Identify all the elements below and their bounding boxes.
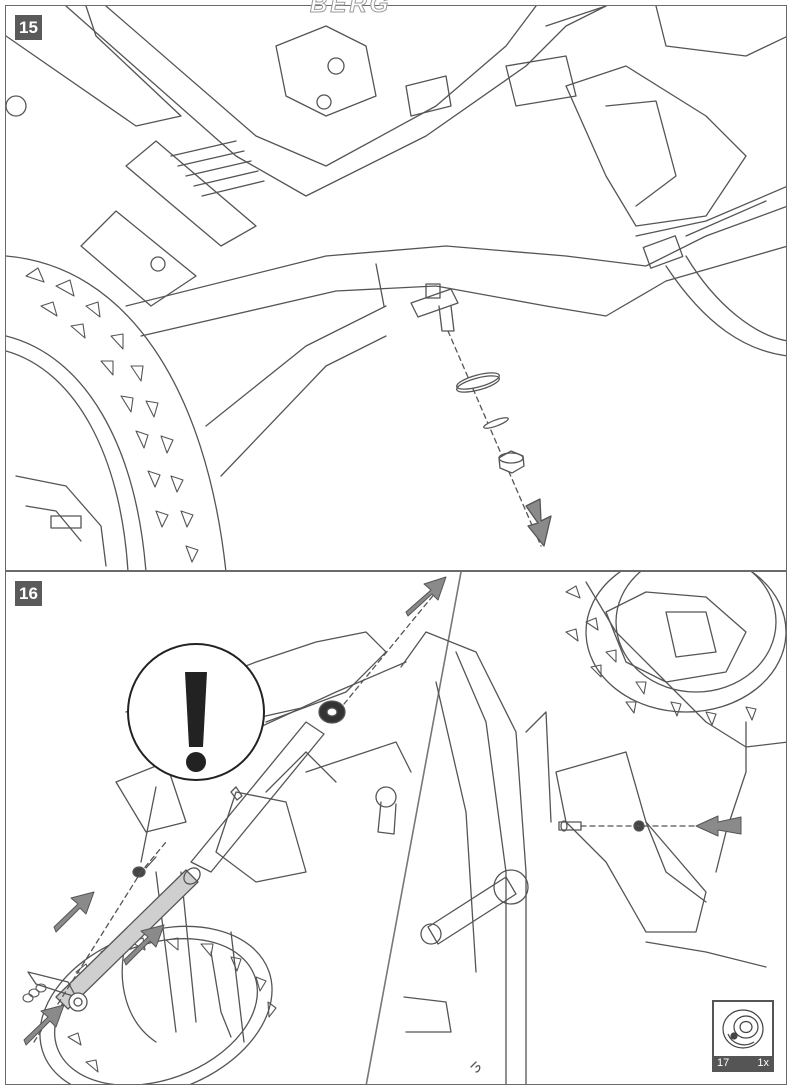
bolt-assembly: [410, 283, 542, 547]
direction-arrow: [525, 498, 552, 547]
step-16-illustration: [22, 572, 786, 1084]
rear-detail-view: [400, 572, 786, 1084]
brand-logo: BERG: [309, 0, 392, 19]
attention-callout: [127, 643, 307, 863]
tool-quantity: 1x: [757, 1057, 769, 1069]
rear-tire: [6, 255, 227, 570]
step-15-illustration: [6, 6, 786, 570]
step-number: 16: [15, 581, 42, 606]
tool-requirement-box: 17 1x: [712, 1000, 774, 1072]
step-16-panel: 16: [5, 571, 787, 1085]
shock-absorber: [80, 140, 265, 307]
tool-size: 17: [717, 1057, 730, 1069]
step-number: 15: [15, 15, 42, 40]
direction-arrows: [23, 576, 447, 1046]
socket-wrench-icon: [722, 1009, 764, 1049]
front-fork-view: [22, 576, 447, 1084]
step-15-panel: 15: [5, 5, 787, 571]
